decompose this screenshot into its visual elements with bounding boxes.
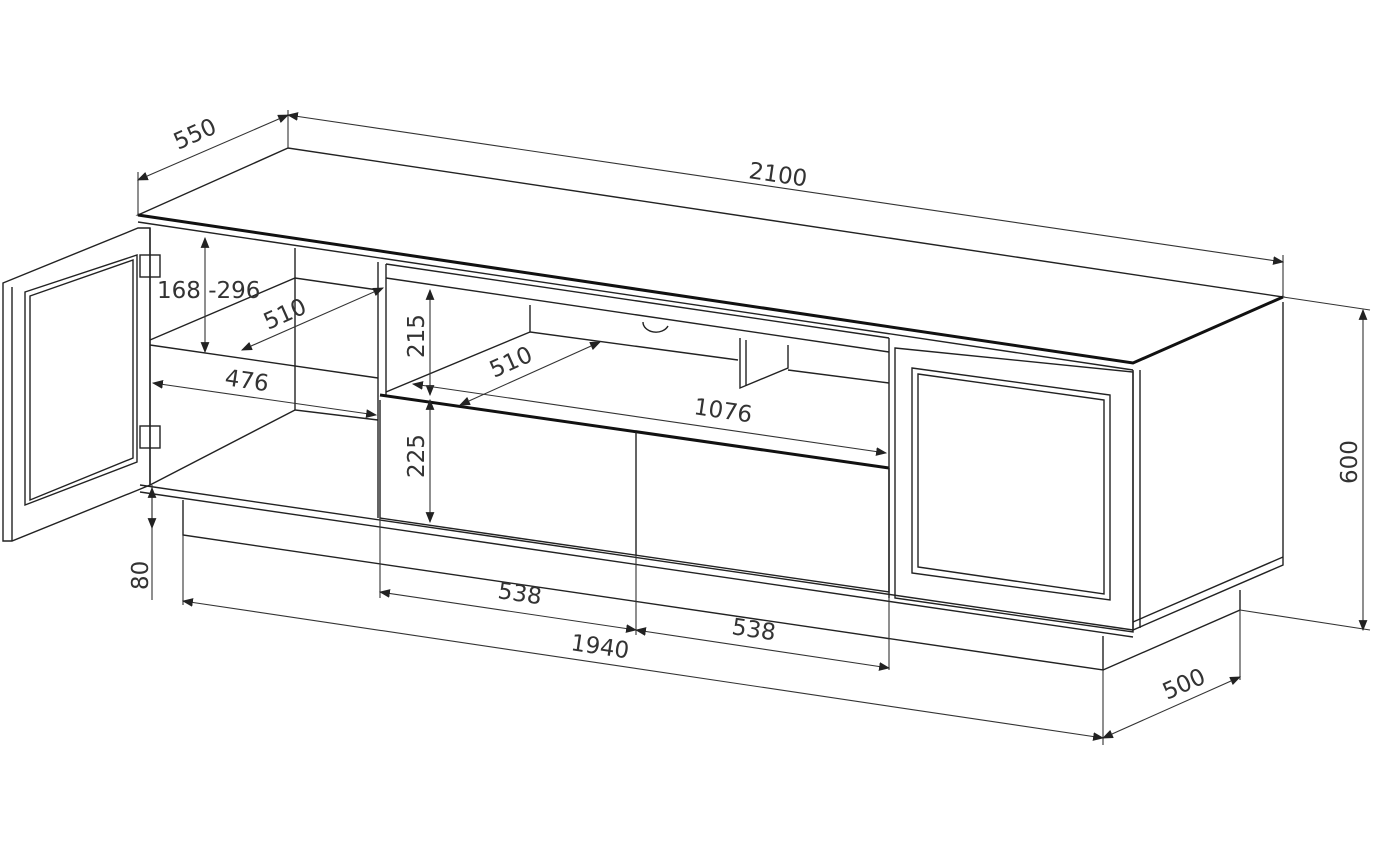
dimension-lines xyxy=(136,110,1371,745)
dim-label-left-width-476: 476 xyxy=(223,365,270,397)
dim-label-left-shelf-depth-510: 510 xyxy=(260,294,311,336)
dim-label-height-600: 600 xyxy=(1337,440,1363,484)
dim-label-open-height-215: 215 xyxy=(404,314,430,358)
dim-label-drawer-height-225: 225 xyxy=(404,434,430,478)
dim-label-center-shelf-depth-510: 510 xyxy=(486,342,537,384)
dim-label-plinth-height-80: 80 xyxy=(128,561,154,590)
hinge-icon xyxy=(139,254,161,449)
dim-label-plinth-depth-500: 500 xyxy=(1159,664,1210,706)
dim-label-width-2100: 2100 xyxy=(747,158,809,192)
dim-label-drawer-left-538: 538 xyxy=(496,578,543,610)
left-door-open xyxy=(2,227,161,542)
dimension-labels: 550 2100 600 500 1940 80 168 -296 510 47… xyxy=(128,114,1363,706)
dim-label-shelf-adjust: 168 -296 xyxy=(157,278,260,304)
dim-label-drawer-right-538: 538 xyxy=(730,614,777,646)
dim-label-center-width-1076: 1076 xyxy=(692,394,754,428)
dim-label-depth-550: 550 xyxy=(170,114,221,156)
